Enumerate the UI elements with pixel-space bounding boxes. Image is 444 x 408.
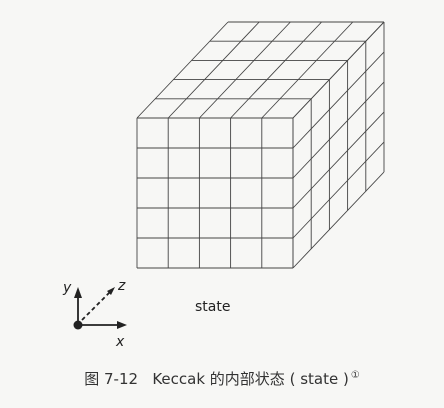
footnote-mark: ① xyxy=(350,370,360,381)
figure-title: Keccak 的内部状态 ( state ) xyxy=(152,370,349,388)
x-axis-label: x xyxy=(115,334,125,350)
origin-dot xyxy=(73,320,83,330)
side-face-depth-line xyxy=(292,171,385,269)
z-axis-arrowhead xyxy=(107,287,115,295)
z-axis-label: z xyxy=(117,278,126,294)
side-face-depth-line xyxy=(292,21,385,119)
side-face-depth-line xyxy=(292,141,385,239)
side-face-depth-line xyxy=(292,51,385,149)
figure-caption: 图 7-12 Keccak 的内部状态 ( state )① xyxy=(0,368,444,389)
top-face-depth-line xyxy=(230,21,322,119)
x-axis-arrowhead xyxy=(117,321,127,329)
y-axis-arrowhead xyxy=(74,287,82,298)
side-face-depth-line xyxy=(292,111,385,209)
top-face-depth-line xyxy=(136,21,229,119)
y-axis-label: y xyxy=(62,280,72,296)
z-axis-line xyxy=(81,290,112,321)
state-label: state xyxy=(195,299,230,315)
state-cube xyxy=(136,21,385,269)
figure-number: 图 7-12 xyxy=(84,370,139,388)
side-face-depth-line xyxy=(292,81,385,179)
top-face-depth-line xyxy=(261,21,354,119)
axis-indicator: y z x xyxy=(62,278,127,350)
top-face-depth-line xyxy=(167,21,260,119)
top-face-depth-line xyxy=(199,21,291,119)
